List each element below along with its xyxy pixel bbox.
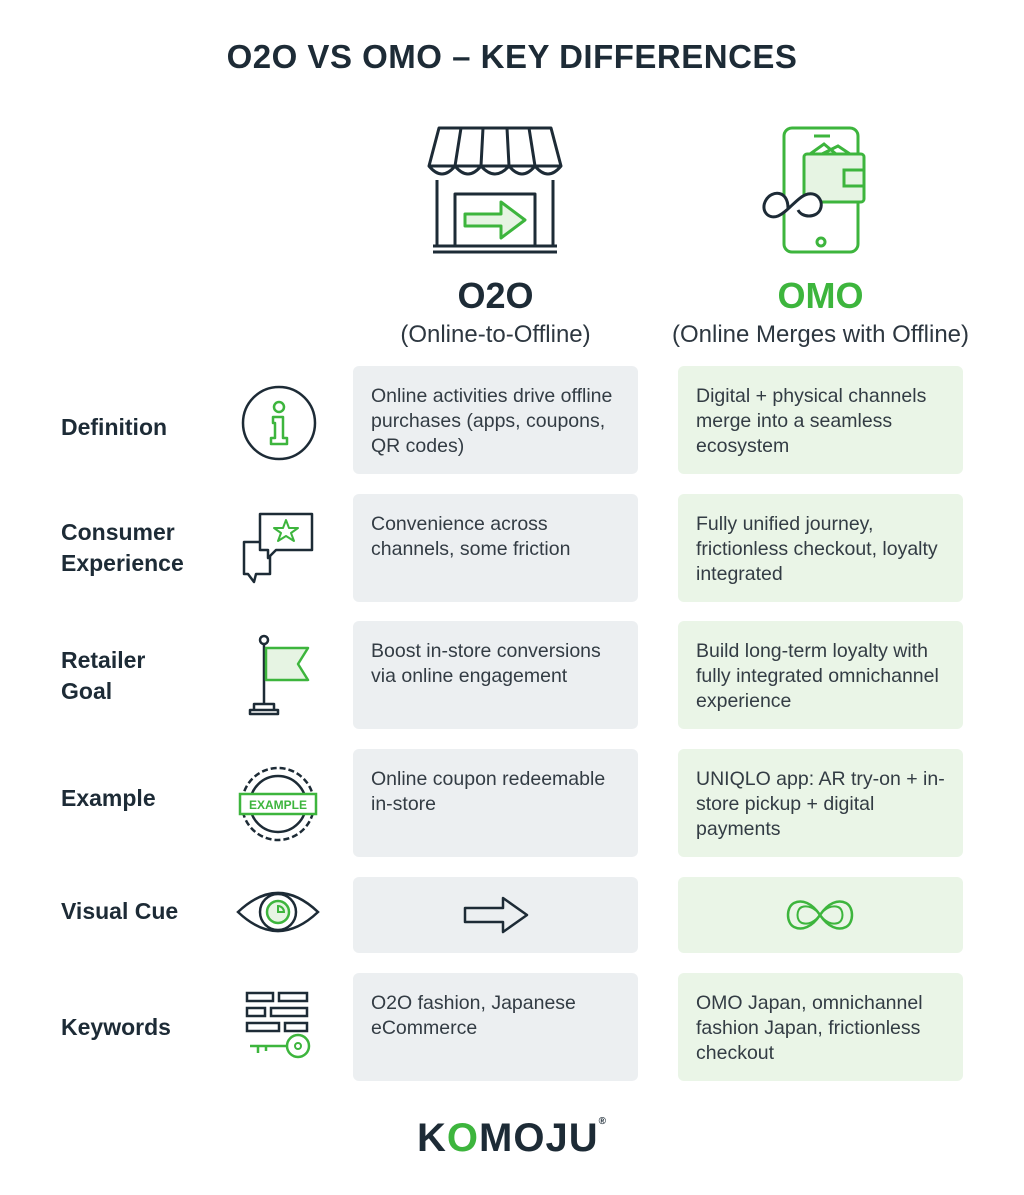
o2o-column-subtitle: (Online-to-Offline)	[400, 321, 591, 348]
keys-list-icon	[245, 991, 311, 1059]
komoju-logo: KOMOJU®	[0, 1116, 1024, 1161]
row-label-definition: Definition	[61, 414, 168, 440]
phone-wallet-infinity-icon	[762, 126, 866, 254]
logo-registered-mark: ®	[598, 1116, 607, 1127]
omo-consumer-experience-cell: Fully unified journey, frictionless chec…	[678, 494, 963, 602]
o2o-column-header: O2O (Online-to-Offline)	[353, 276, 638, 350]
row-label-visual-cue: Visual Cue	[61, 898, 179, 924]
page-title: O2O VS OMO – KEY DIFFERENCES	[226, 38, 798, 75]
example-badge-icon: EXAMPLE	[238, 766, 318, 842]
arrow-right-icon	[463, 896, 529, 934]
infinity-icon	[786, 900, 854, 930]
omo-column-subtitle: (Online Merges with Offline)	[672, 321, 969, 348]
chat-star-icon	[242, 512, 314, 584]
o2o-column-title: O2O	[457, 275, 534, 316]
example-badge-text: EXAMPLE	[249, 798, 307, 812]
eye-icon	[236, 891, 320, 933]
row-label-consumer-experience: Consumer Experience	[61, 519, 184, 576]
o2o-retailer-goal-cell: Boost in-store conversions via online en…	[353, 621, 638, 729]
flag-icon	[248, 634, 310, 716]
o2o-definition-cell: Online activities drive offline purchase…	[353, 366, 638, 474]
omo-definition-cell: Digital + physical channels merge into a…	[678, 366, 963, 474]
logo-text-accent: O	[446, 1116, 480, 1160]
row-label-retailer-goal: Retailer Goal	[61, 647, 146, 704]
omo-keywords-cell: OMO Japan, omnichannel fashion Japan, fr…	[678, 973, 963, 1081]
storefront-arrow-icon	[427, 126, 563, 254]
o2o-keywords-cell: O2O fashion, Japanese eCommerce	[353, 973, 638, 1081]
omo-example-cell: UNIQLO app: AR try-on + in-store pickup …	[678, 749, 963, 857]
row-label-example: Example	[61, 785, 156, 811]
row-label-keywords: Keywords	[61, 1014, 171, 1040]
omo-retailer-goal-cell: Build long-term loyalty with fully integ…	[678, 621, 963, 729]
omo-column-title: OMO	[777, 275, 864, 316]
o2o-example-cell: Online coupon redeemable in-store	[353, 749, 638, 857]
omo-column-header: OMO (Online Merges with Offline)	[660, 276, 981, 350]
o2o-consumer-experience-cell: Convenience across channels, some fricti…	[353, 494, 638, 602]
info-icon	[241, 385, 317, 461]
o2o-visual-cue-cell	[353, 877, 638, 953]
logo-text-start: K	[417, 1116, 447, 1160]
omo-visual-cue-cell	[678, 877, 963, 953]
logo-text-end: MOJU	[479, 1116, 599, 1160]
